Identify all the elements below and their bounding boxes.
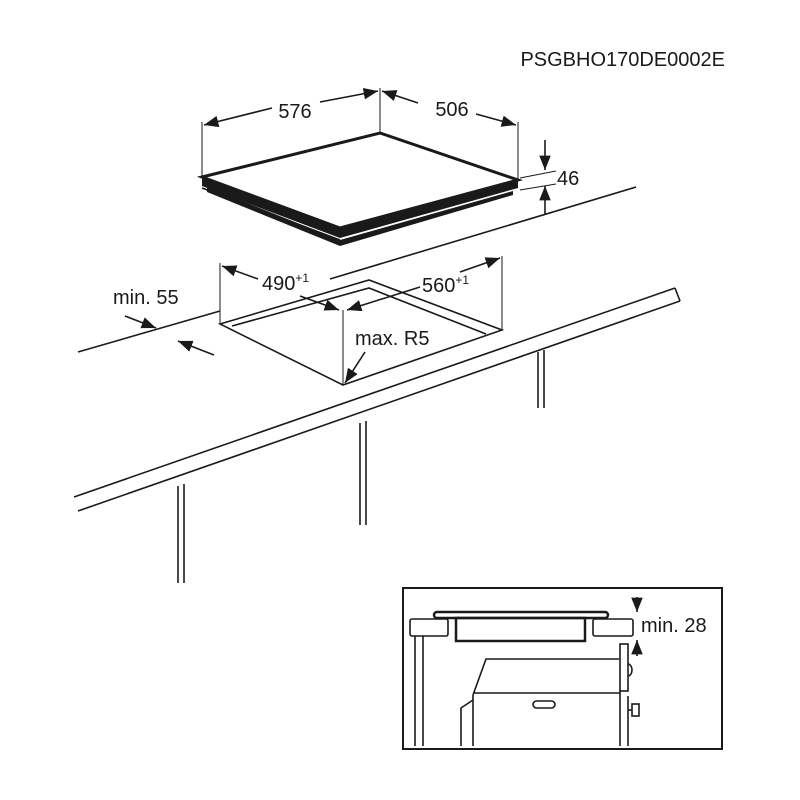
depth-label: 506 xyxy=(435,99,468,121)
corner-radius-label: max. R5 xyxy=(355,328,429,350)
cutout-width-label: 560+1 xyxy=(422,273,469,297)
hob xyxy=(196,131,524,246)
inset-detail: min. 28 xyxy=(402,587,723,750)
height-label: 46 xyxy=(557,168,579,190)
cutout-depth-label: 490+1 xyxy=(262,271,309,295)
product-code: PSGBHO170DE0002E xyxy=(520,49,725,71)
front-distance-label: min. 55 xyxy=(113,287,179,309)
clearance-label: min. 28 xyxy=(641,615,707,637)
width-label: 576 xyxy=(278,101,311,123)
cutout: 490+1 560+1 max. R5 min. 55 xyxy=(113,256,505,386)
countertop xyxy=(73,186,681,583)
hob-dimensions: 576 506 46 xyxy=(201,88,579,214)
